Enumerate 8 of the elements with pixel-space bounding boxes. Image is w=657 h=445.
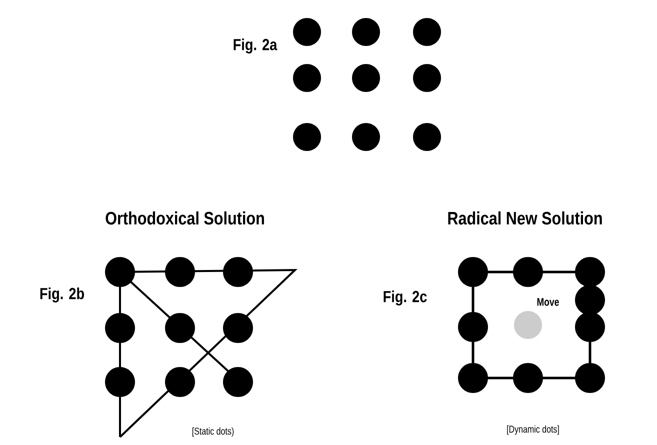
caption: [Static dots) [192, 427, 234, 437]
heading: Radical New Solution [448, 211, 602, 225]
caption: [Dynamic dots] [507, 425, 559, 435]
figure-label: Fig. 2c [384, 290, 427, 306]
figure-label: Fig. 2b [40, 288, 84, 302]
figure-label: Fig. 2a [234, 38, 278, 54]
heading: Orthodoxical Solution [106, 211, 264, 225]
annotation: Move [537, 298, 559, 306]
